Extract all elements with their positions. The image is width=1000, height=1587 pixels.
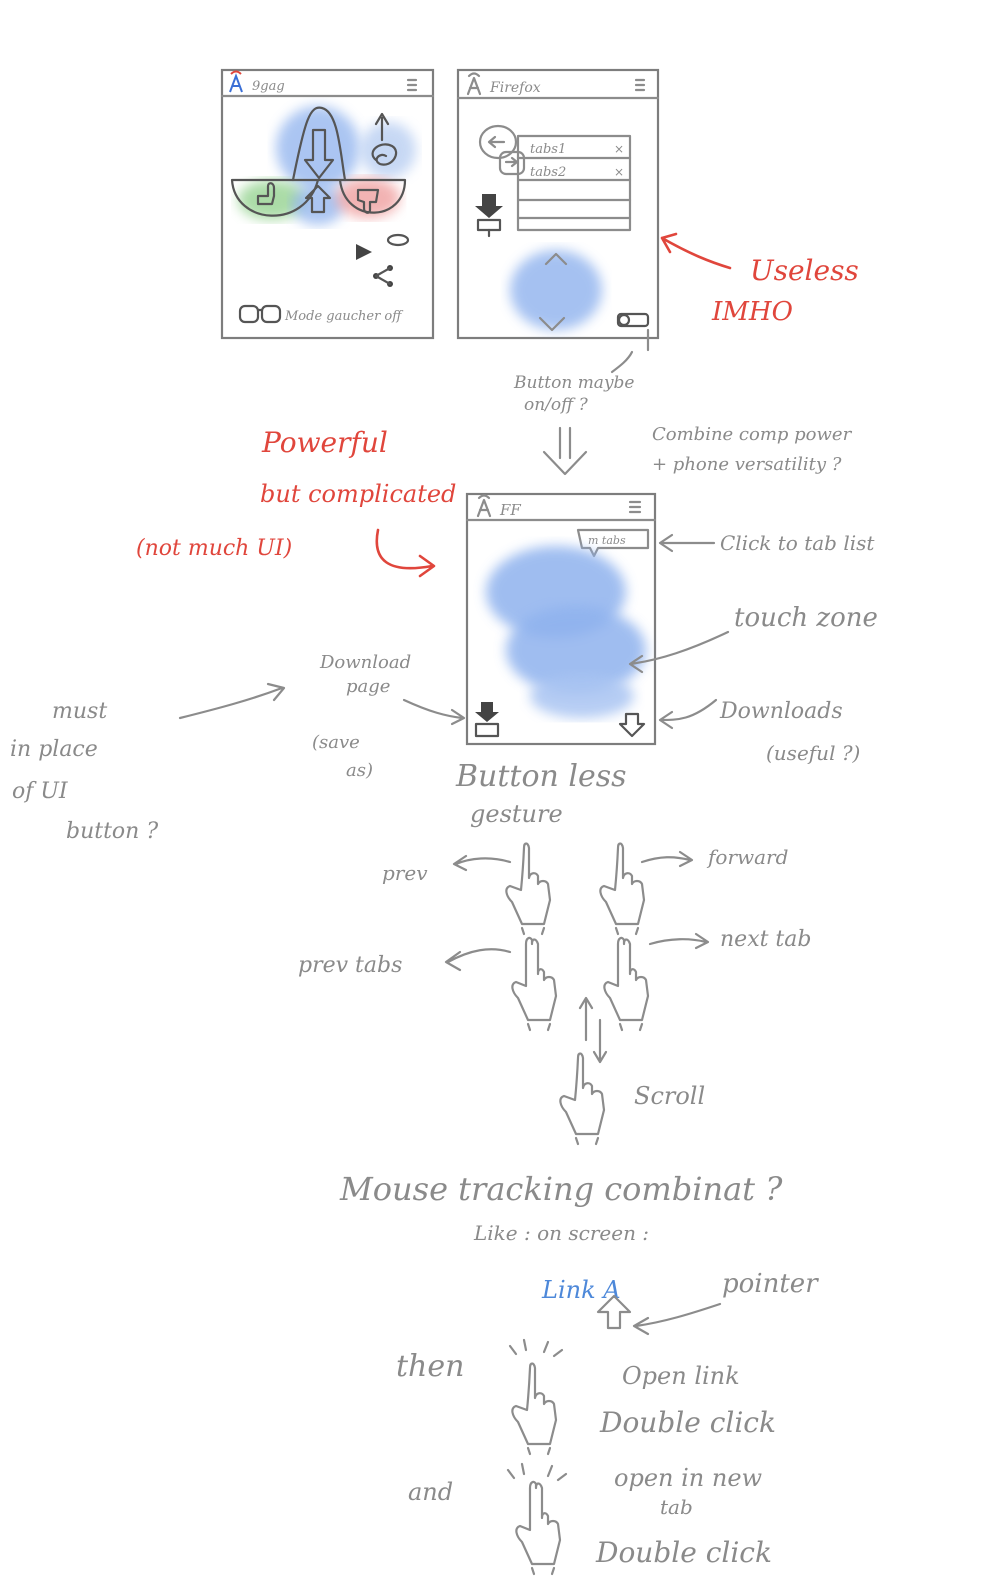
mouse-heading: Mouse tracking combinat ? (339, 1170, 783, 1208)
pointer-icon (596, 1294, 632, 1330)
powerful-line3: (not much UI) (136, 536, 292, 561)
imho-note: IMHO (711, 297, 793, 327)
phone-ff-title: FF (499, 501, 521, 519)
double-arrow-down-icon (542, 426, 588, 476)
useless-note: Useless (750, 254, 859, 287)
back-forward-control (478, 124, 526, 176)
tabs-badge[interactable]: m tabs (576, 528, 650, 558)
scroll-label: Scroll (634, 1082, 705, 1110)
two-finger-hand-icon (511, 936, 558, 1032)
open-new-tab-line2: tab (660, 1495, 693, 1519)
gesture-scroll: Scroll (559, 996, 705, 1146)
button-toggle-line2: on/off ? (524, 395, 589, 415)
thumbs-up-icon (256, 182, 276, 206)
mode-gaucher-label: Mode gaucher off (284, 309, 404, 324)
click-tab-list-note: Click to tab list (720, 531, 875, 555)
download-page-line2: page (346, 676, 390, 697)
two-finger-tap-hand-icon (506, 1462, 568, 1576)
next-tab-label: next tab (720, 927, 811, 952)
gesture-next-tab: next tab (603, 927, 811, 1032)
download-page-icon (475, 194, 503, 238)
menu-icon (628, 500, 642, 514)
touch-zone-note: touch zone (734, 603, 878, 633)
must-line4: button ? (66, 819, 158, 844)
chevron-up-icon (544, 252, 568, 266)
must-line2: in place (10, 737, 98, 762)
gesture-prev-tabs: prev tabs (298, 936, 558, 1032)
phone-9gag-title: 9gag (252, 79, 285, 94)
upload-arrow-icon (374, 112, 390, 142)
toggle-button-icon (616, 312, 650, 328)
antenna-icon (476, 494, 492, 518)
download-page-line1: Download (319, 652, 411, 673)
share-icon (373, 265, 393, 287)
double-click-1-label: Double click (599, 1406, 776, 1439)
tap-hand-icon (508, 1338, 564, 1456)
combine-line2: + phone versatility ? (652, 454, 842, 475)
and-label: and (408, 1478, 453, 1506)
tab1-label: tabs1 (530, 142, 566, 157)
down-arrow-icon (303, 128, 335, 180)
download-page-icon[interactable] (474, 702, 500, 738)
antenna-icon (466, 72, 482, 96)
one-finger-hand-icon (599, 842, 646, 936)
powerful-line2: but complicated (260, 480, 456, 508)
gesture-forward: forward (599, 842, 788, 936)
download-page-line4: as) (346, 760, 373, 781)
open-link-label: Open link (622, 1362, 740, 1390)
double-click-2-label: Double click (595, 1536, 772, 1569)
link-a[interactable]: Link A (541, 1276, 621, 1304)
prev-tabs-label: prev tabs (298, 953, 402, 978)
tabs-badge-label: m tabs (588, 534, 626, 547)
play-icon (356, 244, 372, 260)
download-page-line3: (save (312, 732, 360, 753)
close-icon: × (614, 165, 624, 179)
up-arrow-icon (304, 184, 332, 214)
prev-label: prev (382, 861, 428, 885)
must-line3: of UI (12, 779, 69, 804)
menu-icon (634, 78, 646, 92)
downloads-arrow-icon[interactable] (618, 712, 646, 738)
downloads-note-line2: (useful ?) (766, 741, 860, 765)
phone-ff: FF m tabs (465, 492, 657, 746)
close-icon: × (614, 142, 624, 156)
buttonless-line2: gesture (470, 800, 563, 828)
tab-list-panel: tabs1 tabs2 × × (516, 134, 632, 232)
antenna-icon (229, 70, 243, 93)
two-finger-hand-icon (603, 936, 650, 1032)
menu-icon (406, 78, 418, 92)
must-line1: must (52, 699, 107, 724)
bubble-icon (386, 233, 410, 247)
one-finger-hand-icon (559, 1052, 606, 1146)
thumbs-down-icon (356, 188, 380, 214)
phone-9gag: 9gag (220, 68, 435, 340)
gesture-prev: prev (382, 842, 552, 936)
swirl-icon (371, 143, 398, 166)
one-finger-hand-icon (505, 842, 552, 936)
glasses-icon (238, 304, 282, 324)
then-label: then (396, 1349, 464, 1384)
powerful-line1: Powerful (261, 426, 388, 459)
downloads-note-line1: Downloads (719, 699, 843, 724)
forward-label: forward (706, 845, 788, 869)
tab2-label: tabs2 (530, 165, 566, 180)
buttonless-line1: Button less (455, 759, 627, 794)
chevron-down-icon (538, 316, 566, 332)
button-toggle-line1: Button maybe (513, 373, 635, 393)
mouse-subheading: Like : on screen : (473, 1221, 649, 1245)
open-new-tab-line1: open in new (614, 1464, 763, 1492)
touch-zone[interactable] (486, 546, 646, 718)
pointer-label: pointer (722, 1269, 819, 1299)
phone-firefox-title: Firefox (489, 80, 541, 96)
combine-line1: Combine comp power (652, 424, 853, 445)
phone-firefox: Firefox tabs1 tabs2 × × (456, 68, 660, 352)
